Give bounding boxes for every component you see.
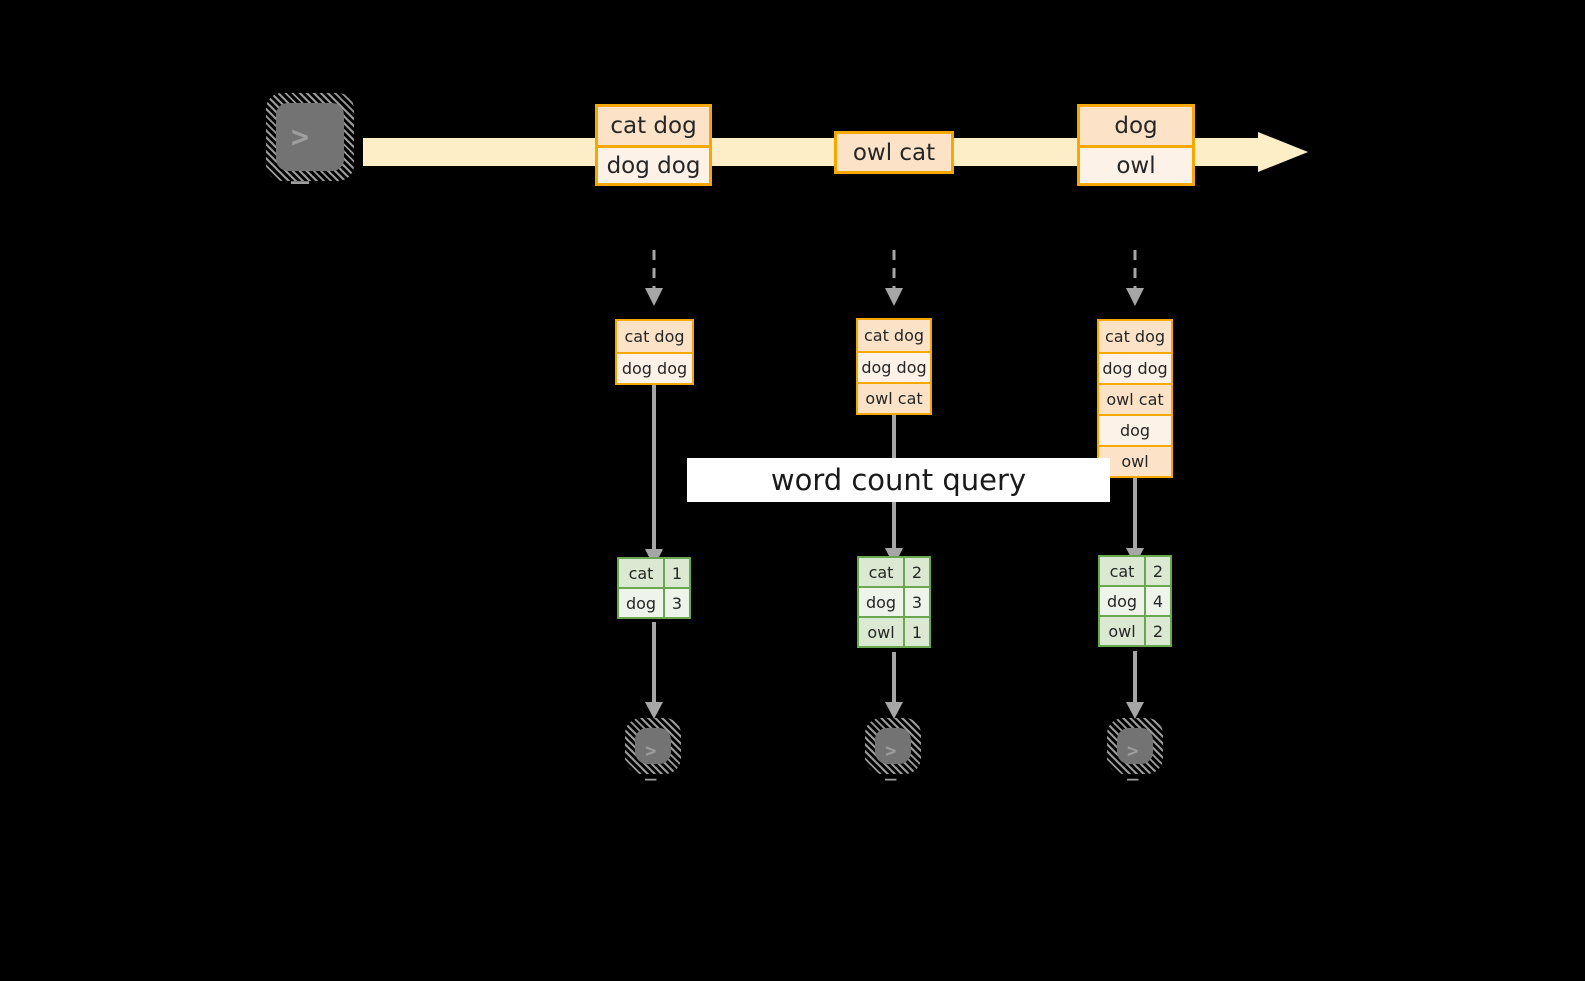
result-count: 4 <box>1144 585 1171 616</box>
terminal-prompt-glyph: > _ <box>291 120 311 185</box>
result-count: 2 <box>1144 556 1171 586</box>
stack-line: dog dog <box>858 351 930 382</box>
dashed-connector-3 <box>1120 250 1150 310</box>
stack-line: cat dog <box>617 321 692 352</box>
result-table-1: cat 1 dog 3 <box>617 557 691 619</box>
sink-terminal-icon-2: > _ <box>865 718 921 780</box>
table-row: owl 1 <box>858 616 930 647</box>
stream-event-2: owl cat <box>834 131 954 174</box>
stream-event-line: dog <box>1080 107 1192 145</box>
terminal-face <box>635 728 671 764</box>
stream-event-line: dog dog <box>598 145 709 183</box>
terminal-face <box>1117 728 1153 764</box>
dashed-connector-2 <box>879 250 909 310</box>
stream-event-1: cat dog dog dog <box>595 104 712 186</box>
stack-line: owl <box>1099 445 1171 476</box>
result-word: dog <box>858 586 904 617</box>
accumulated-stack-3: cat dog dog dog owl cat dog owl <box>1097 319 1173 478</box>
table-row: cat 1 <box>618 558 690 588</box>
sink-terminal-icon-3: > _ <box>1107 718 1163 780</box>
result-word: owl <box>858 616 904 647</box>
stack-line: dog dog <box>617 352 692 383</box>
query-arrow-3 <box>1122 474 1148 566</box>
sink-arrow-1 <box>641 622 667 720</box>
result-count: 3 <box>903 586 930 617</box>
dashed-connector-1 <box>639 250 669 310</box>
sink-terminal-icon-1: > _ <box>625 718 681 780</box>
stack-line: dog <box>1099 414 1171 445</box>
stack-line: cat dog <box>858 320 930 351</box>
terminal-prompt-glyph: > _ <box>645 740 658 781</box>
accumulated-stack-1: cat dog dog dog <box>615 319 694 385</box>
banner-label: word count query <box>770 463 1027 497</box>
stack-line: dog dog <box>1099 352 1171 383</box>
table-row: dog 3 <box>618 587 690 618</box>
table-row: cat 2 <box>1099 556 1171 586</box>
result-word: cat <box>858 557 904 587</box>
result-word: dog <box>618 587 664 618</box>
stream-event-line: owl <box>1080 145 1192 183</box>
result-word: owl <box>1099 615 1145 646</box>
source-terminal-icon: > _ <box>266 93 354 185</box>
terminal-prompt-glyph: > _ <box>885 740 898 781</box>
result-count: 2 <box>903 557 930 587</box>
accumulated-stack-2: cat dog dog dog owl cat <box>856 318 932 415</box>
sink-arrow-2 <box>881 652 907 720</box>
stack-line: owl cat <box>1099 383 1171 414</box>
table-row: dog 3 <box>858 586 930 617</box>
stack-line: owl cat <box>858 382 930 413</box>
query-arrow-1 <box>641 383 667 568</box>
result-count: 3 <box>663 587 690 618</box>
sink-arrow-3 <box>1122 651 1148 720</box>
table-row: cat 2 <box>858 557 930 587</box>
stream-event-line: owl cat <box>837 134 951 171</box>
table-row: owl 2 <box>1099 615 1171 646</box>
result-count: 2 <box>1144 615 1171 646</box>
result-table-2: cat 2 dog 3 owl 1 <box>857 556 931 648</box>
word-count-query-banner: word count query <box>687 458 1110 502</box>
table-row: dog 4 <box>1099 585 1171 616</box>
result-count: 1 <box>663 558 690 588</box>
result-count: 1 <box>903 616 930 647</box>
stream-event-3: dog owl <box>1077 104 1195 186</box>
result-word: dog <box>1099 585 1145 616</box>
terminal-face <box>276 103 344 171</box>
terminal-face <box>875 728 911 764</box>
result-table-3: cat 2 dog 4 owl 2 <box>1098 555 1172 647</box>
stream-event-line: cat dog <box>598 107 709 145</box>
stack-line: cat dog <box>1099 321 1171 352</box>
terminal-prompt-glyph: > _ <box>1127 740 1140 781</box>
result-word: cat <box>1099 556 1145 586</box>
result-word: cat <box>618 558 664 588</box>
